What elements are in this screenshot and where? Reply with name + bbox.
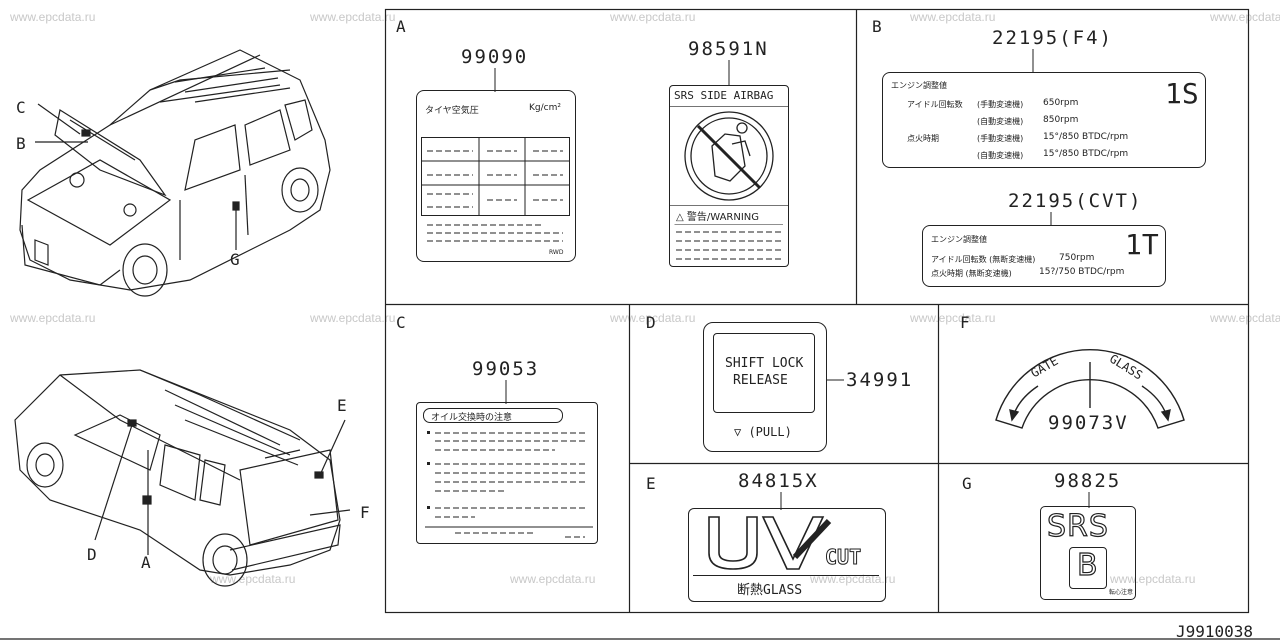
f4-row-1-b: (自動変速機) [977,117,1024,126]
panel-c-letter: C [396,313,406,332]
watermark: www.epcdata.ru [910,311,996,325]
f4-row-0-a: アイドル回転数 [907,100,963,109]
uv-logo [708,516,832,570]
tire-pressure-table [421,137,570,242]
callout-g: G [230,250,240,269]
watermark: www.epcdata.ru [210,572,296,586]
f4-row-3-b: (自動変速機) [977,151,1024,160]
srs-b-label: SRS B 転心注意 [1040,506,1136,600]
callout-b: B [16,134,26,153]
part-number-84815x: 84815X [738,470,819,492]
shift-lock-release-label: SHIFT LOCK RELEASE ▽ (PULL) [703,322,827,452]
panel-a-letter: A [396,17,406,36]
glass-caption: 断熱GLASS [737,583,803,598]
leader-line [780,492,782,510]
panel-g-letter: G [962,474,972,493]
engine-tuning-label-f4: エンジン調整値 1S アイドル回転数 (手動変速機) 650rpm (自動変速機… [882,72,1206,168]
watermark: www.epcdata.ru [1210,10,1280,24]
f4-row-0-b: (手動変速機) [977,100,1024,109]
cvt-row-0-value: 750rpm [1059,253,1095,263]
vehicle-rear-illustration [14,369,351,587]
watermark: www.epcdata.ru [610,10,696,24]
f4-row-2-value: 15°/850 BTDC/rpm [1043,132,1129,142]
leader-line [728,60,730,86]
watermark: www.epcdata.ru [310,311,396,325]
srs-text: SRS [1046,508,1109,544]
srs-b-box [1069,547,1107,589]
part-number-22195-cvt: 22195(CVT) [1008,190,1143,212]
part-number-22195-f4: 22195(F4) [992,27,1113,49]
watermark: www.epcdata.ru [310,10,396,24]
watermark: www.epcdata.ru [610,311,696,325]
oil-change-title: オイル交換時の注意 [431,413,513,423]
callout-e: E [337,396,347,415]
watermark: www.epcdata.ru [1110,572,1196,586]
part-number-99073v: 99073V [1048,412,1129,434]
watermark: www.epcdata.ru [910,10,996,24]
engine-tuning-label-cvt: エンジン調整値 1T アイドル回転数 (無断変速機) 750rpm 点火時期 (… [922,225,1166,287]
uv-divider [693,575,879,576]
leader-line [505,380,507,404]
callout-d: D [87,545,97,564]
callout-f: F [360,503,370,522]
part-number-99090: 99090 [461,46,529,68]
tire-pressure-unit: Kg/cm² [529,103,561,113]
shift-lock-line1: SHIFT LOCK [725,356,804,371]
f4-row-1-value: 850rpm [1043,115,1079,125]
srs-side-airbag-label: SRS SIDE AIRBAG △ 警告/WARNING [669,85,789,267]
shift-lock-inner-box [713,333,815,413]
leader-line [1032,49,1034,73]
watermark: www.epcdata.ru [1210,311,1280,325]
cvt-row-0-a: アイドル回転数 (無断変速機) [931,255,1036,264]
leader-line [1088,492,1090,508]
part-number-99053: 99053 [472,358,540,380]
gate-glass-label [995,349,1185,429]
watermark: www.epcdata.ru [10,311,96,325]
callout-c: C [16,98,26,117]
f4-row-2-b: (手動変速機) [977,134,1024,143]
figure-code: J9910038 [1176,622,1254,641]
panel-b-letter: B [872,17,882,36]
engine-tuning-title: エンジン調整値 [931,235,987,244]
callout-a: A [141,553,151,572]
leader-line [494,68,496,92]
watermark: www.epcdata.ru [10,10,96,24]
no-child-seat-icon [670,106,788,206]
f4-row-0-value: 650rpm [1043,98,1079,108]
panel-d-letter: D [646,313,656,332]
f4-row-3-value: 15°/850 BTDC/rpm [1043,149,1129,159]
engine-tuning-title: エンジン調整値 [891,81,947,90]
cvt-row-1-value: 15?/750 BTDC/rpm [1039,267,1125,277]
cut-text: CUT [824,545,862,570]
watermark: www.epcdata.ru [510,572,596,586]
srs-b-text: B [1076,547,1098,583]
part-number-98825: 98825 [1054,470,1122,492]
panel-f-letter: F [960,313,970,332]
leader-line [1050,212,1052,226]
part-number-34991: 34991 [846,369,914,391]
cvt-row-1-a: 点火時期 (無断変速機) [931,269,1012,278]
shift-lock-line2: RELEASE [733,373,788,388]
srs-side-airbag-header: SRS SIDE AIRBAG [674,89,774,102]
leader-line [826,379,844,381]
vehicle-front-illustration [19,49,331,297]
warning-text-lines [674,224,783,260]
oil-change-label: オイル交換時の注意 [416,402,598,544]
engine-code-1t: 1T [1125,228,1159,261]
oil-change-text-lines [425,431,593,538]
srs-warning-text: △ 警告/WARNING [676,212,760,223]
uv-cut-glass-label: UV CUT 断熱GLASS [688,508,886,602]
tire-pressure-footer: RWD [549,249,564,256]
engine-code-1s: 1S [1165,77,1199,110]
shift-lock-pull: ▽ (PULL) [734,425,792,439]
part-number-98591n: 98591N [688,38,769,60]
tire-pressure-label: タイヤ空気圧 Kg/cm² RWD [416,90,576,262]
panel-e-letter: E [646,474,656,493]
tire-pressure-title: タイヤ空気圧 [425,106,479,116]
srs-b-note: 転心注意 [1109,589,1134,596]
f4-row-2-a: 点火時期 [907,134,939,143]
oil-change-title-box [423,408,563,423]
